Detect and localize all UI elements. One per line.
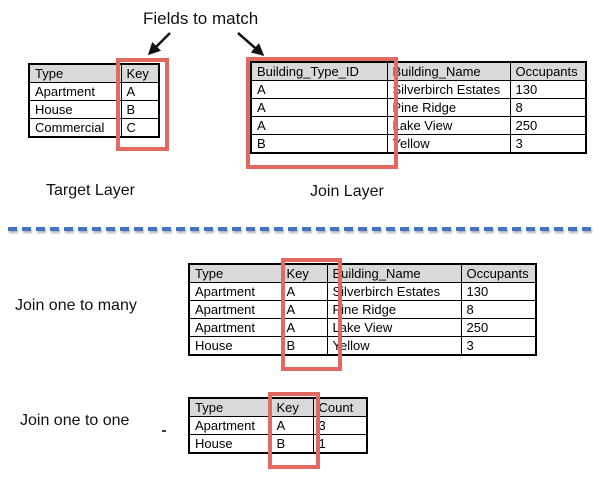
table-cell: House: [188, 434, 272, 454]
table-cell: Apartment: [188, 318, 282, 337]
table-cell: Lake View: [386, 116, 511, 135]
table-cell: House: [28, 100, 122, 119]
table-cell: Lake View: [326, 318, 462, 337]
table-cell: A: [120, 82, 160, 101]
column-header: Count: [312, 397, 368, 417]
table-cell: Yellow: [386, 134, 511, 154]
join-layer-label: Join Layer: [310, 183, 384, 200]
table-cell: A: [280, 282, 328, 301]
table-cell: Apartment: [188, 282, 282, 301]
table-cell: Pine Ridge: [386, 98, 511, 117]
table-cell: A: [270, 416, 314, 435]
table-cell: 8: [509, 98, 587, 117]
table-cell: 3: [312, 416, 368, 435]
table-cell: A: [250, 98, 388, 117]
table-cell: C: [120, 118, 160, 138]
table-cell: B: [270, 434, 314, 454]
arrow-to-join-field-icon: [237, 32, 265, 56]
join-one-to-one-label: Join one to one: [20, 412, 130, 429]
join-one-to-many-label: Join one to many: [15, 297, 137, 314]
table-cell: Silverbirch Estates: [326, 282, 462, 301]
table-cell: Yellow: [326, 336, 462, 356]
column-header: Key: [270, 397, 314, 417]
table-cell: 250: [509, 116, 587, 135]
arrow-to-target-key-icon: [147, 32, 171, 56]
column-header: Building_Name: [386, 61, 511, 81]
table-cell: 130: [460, 282, 537, 301]
fields-to-match-label: Fields to match: [143, 9, 259, 28]
table-cell: 8: [460, 300, 537, 319]
table-cell: A: [250, 116, 388, 135]
column-header: Occupants: [460, 263, 537, 283]
table-cell: A: [280, 318, 328, 337]
table-cell: B: [120, 100, 160, 119]
table-cell: 3: [509, 134, 587, 154]
table-cell: Apartment: [188, 300, 282, 319]
table-cell: 3: [460, 336, 537, 356]
table-cell: Apartment: [188, 416, 272, 435]
column-header: Key: [120, 63, 160, 83]
table-cell: B: [280, 336, 328, 356]
table-cell: Commercial: [28, 118, 122, 138]
table-cell: Pine Ridge: [326, 300, 462, 319]
target-layer-label: Target Layer: [46, 182, 135, 199]
column-header: Type: [28, 63, 122, 83]
table-cell: A: [280, 300, 328, 319]
table-cell: 1: [312, 434, 368, 454]
table-cell: 250: [460, 318, 537, 337]
column-header: Building_Type_ID: [250, 61, 388, 81]
column-header: Type: [188, 397, 272, 417]
column-header: Building_Name: [326, 263, 462, 283]
table-cell: B: [250, 134, 388, 154]
dashed-divider: [8, 227, 592, 231]
column-header: Occupants: [509, 61, 587, 81]
column-header: Type: [188, 263, 282, 283]
table-cell: Apartment: [28, 82, 122, 101]
table-cell: A: [250, 80, 388, 99]
stray-mark: [162, 430, 166, 432]
table-cell: House: [188, 336, 282, 356]
column-header: Key: [280, 263, 328, 283]
table-cell: 130: [509, 80, 587, 99]
table-cell: Silverbirch Estates: [386, 80, 511, 99]
